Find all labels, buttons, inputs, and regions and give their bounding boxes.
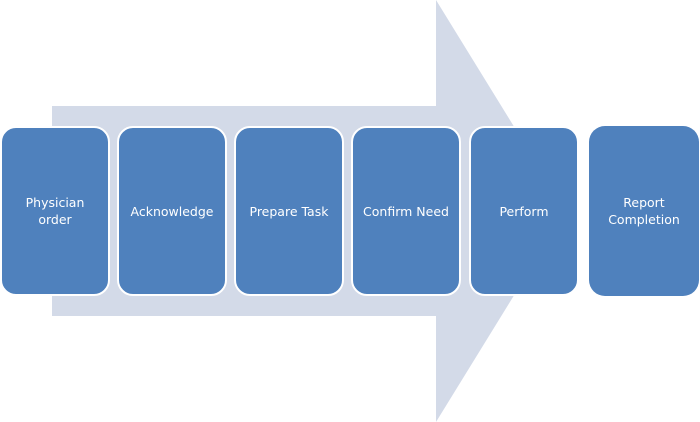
step-prepare-task: Prepare Task [234, 126, 344, 296]
step-physician-order: Physician order [0, 126, 110, 296]
step-perform: Perform [469, 126, 579, 296]
step-confirm-need: Confirm Need [351, 126, 461, 296]
step-label: Report Completion [608, 195, 680, 227]
step-label: Perform [499, 203, 549, 219]
step-acknowledge: Acknowledge [117, 126, 227, 296]
step-label: Prepare Task [249, 203, 329, 219]
step-label: Acknowledge [130, 203, 214, 219]
step-report-completion: Report Completion [589, 126, 699, 296]
step-label: Confirm Need [363, 203, 449, 219]
step-label: Physician order [25, 195, 85, 227]
